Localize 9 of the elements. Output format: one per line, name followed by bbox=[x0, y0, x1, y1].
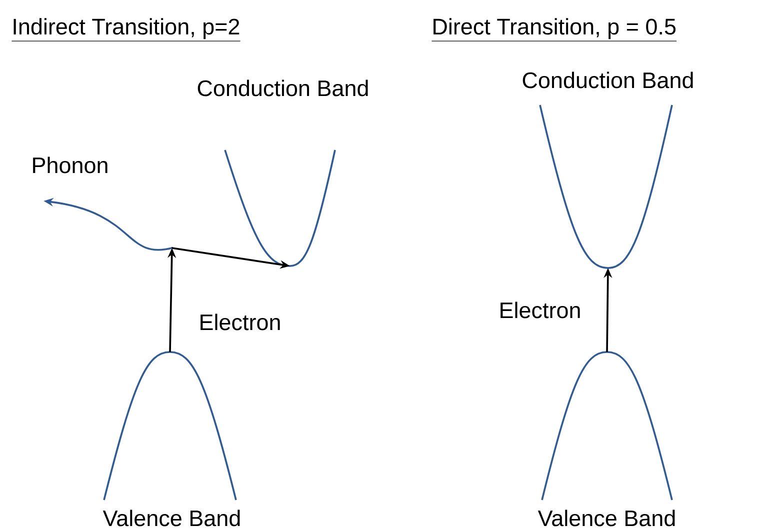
heading: Indirect Transition, p=2 bbox=[11, 18, 241, 42]
heading: Direct Transition, p = 0.5 bbox=[431, 18, 677, 42]
band-curve: Valence Band bbox=[538, 351, 675, 526]
band-curve: Conduction Band bbox=[198, 80, 368, 267]
edge-label: Electron bbox=[200, 314, 280, 330]
band-curve: Valence Band bbox=[102, 351, 240, 526]
band-curve: Conduction Band bbox=[522, 72, 693, 269]
phonon-label: Phonon bbox=[33, 156, 108, 174]
edge-label: Electron bbox=[500, 302, 580, 318]
